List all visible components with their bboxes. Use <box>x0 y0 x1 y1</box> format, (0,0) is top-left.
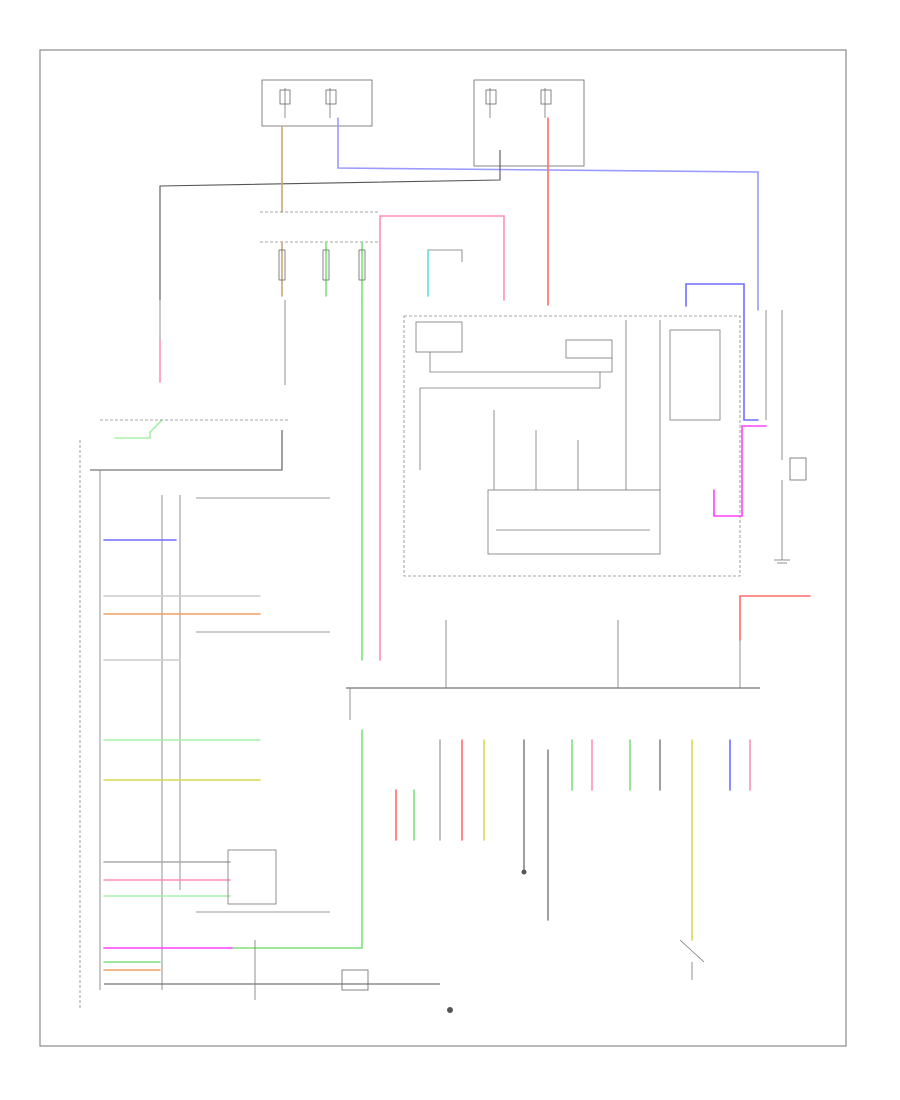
wire-blue-right <box>685 283 759 421</box>
central-module <box>403 315 741 577</box>
center-left-connector <box>260 211 378 385</box>
top-left-fuse-block <box>261 79 373 127</box>
lower-grounds <box>447 869 705 1013</box>
lower-connectors <box>395 739 751 941</box>
top-right-fuse-block <box>473 79 585 167</box>
wire-red-right <box>739 595 811 641</box>
diagram-border <box>39 49 847 1047</box>
wire-pink-upper <box>379 215 505 361</box>
left-switch-area <box>79 440 330 1010</box>
right-ground-connector <box>774 457 807 564</box>
wire-gray-left <box>159 150 501 300</box>
wire-magenta-right <box>713 425 767 517</box>
bottom-left-harness <box>103 940 440 1000</box>
wire-green-left-switch <box>114 419 163 439</box>
